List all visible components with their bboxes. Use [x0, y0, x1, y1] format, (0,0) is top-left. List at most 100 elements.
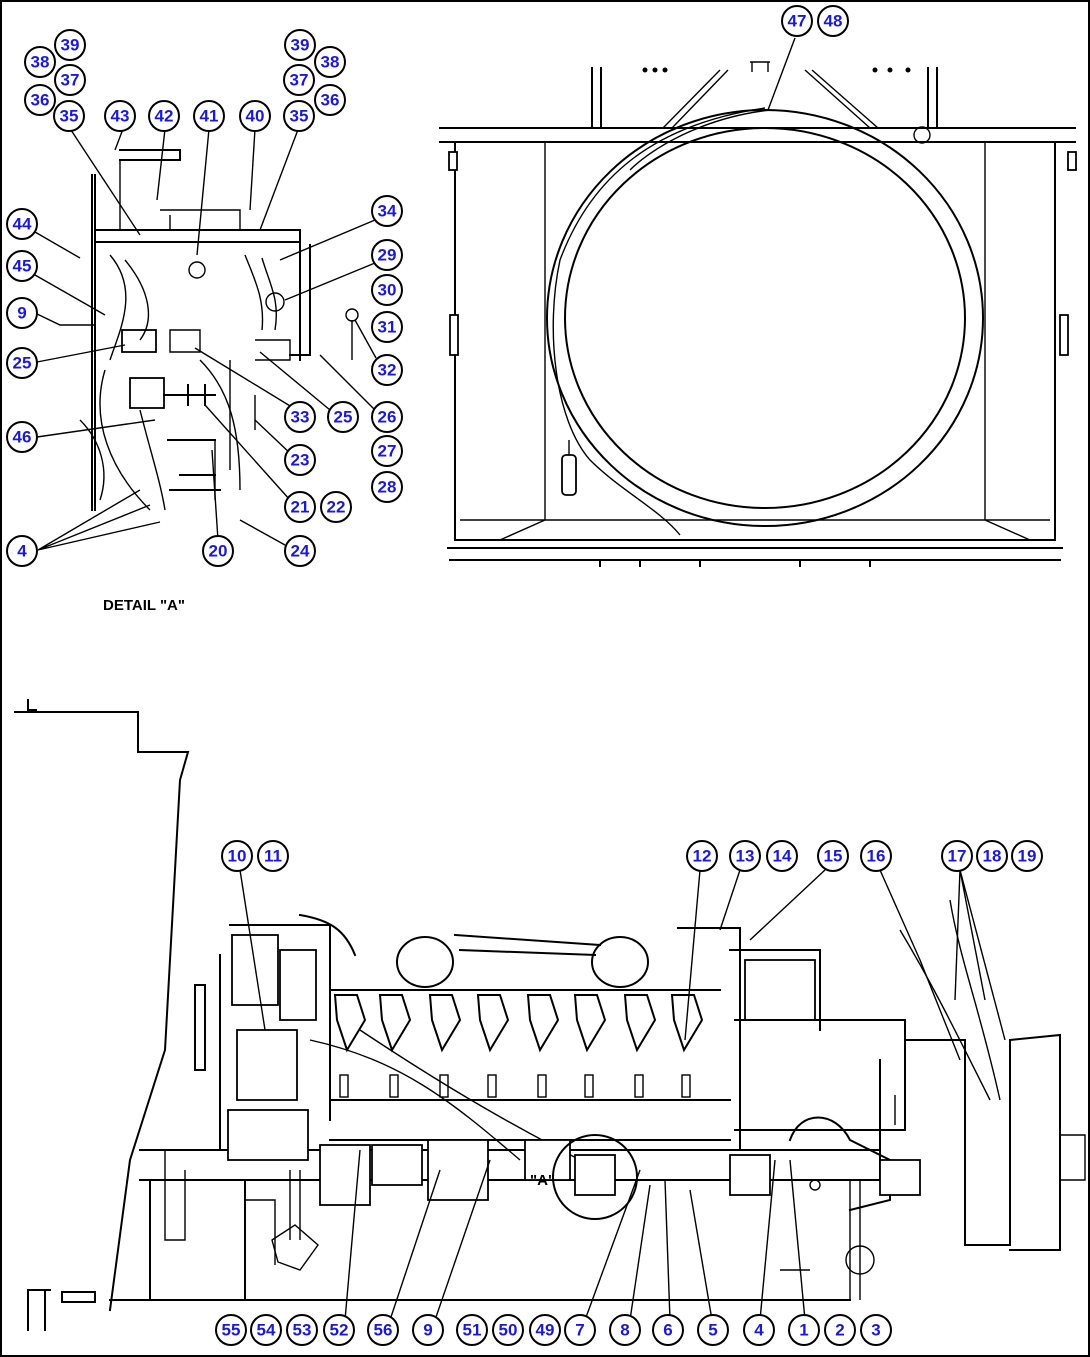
callout-42: 42 — [148, 100, 180, 132]
svg-text:33: 33 — [291, 408, 310, 427]
svg-text:48: 48 — [824, 12, 843, 31]
svg-text:11: 11 — [264, 847, 282, 866]
svg-text:38: 38 — [321, 53, 340, 72]
svg-text:37: 37 — [290, 71, 309, 90]
callout-35b: 35 — [283, 100, 315, 132]
svg-text:46: 46 — [13, 428, 32, 447]
callout-51: 51 — [456, 1314, 488, 1346]
svg-text:39: 39 — [61, 36, 80, 55]
callout-15: 15 — [817, 840, 849, 872]
callout-33: 33 — [284, 401, 316, 433]
callout-1: 1 — [788, 1314, 820, 1346]
callout-12: 12 — [686, 840, 718, 872]
callout-16: 16 — [860, 840, 892, 872]
svg-text:34: 34 — [378, 202, 397, 221]
svg-text:13: 13 — [736, 847, 755, 866]
callout-26: 26 — [371, 401, 403, 433]
svg-text:49: 49 — [536, 1321, 555, 1340]
svg-text:36: 36 — [31, 91, 50, 110]
callout-49: 49 — [529, 1314, 561, 1346]
svg-text:23: 23 — [291, 451, 310, 470]
svg-text:25: 25 — [13, 354, 32, 373]
svg-text:35: 35 — [290, 107, 309, 126]
callout-46: 46 — [6, 421, 38, 453]
svg-text:26: 26 — [378, 408, 397, 427]
svg-text:2: 2 — [835, 1321, 844, 1340]
svg-text:36: 36 — [321, 91, 340, 110]
callout-50: 50 — [492, 1314, 524, 1346]
callout-21: 21 — [284, 491, 316, 523]
svg-text:3: 3 — [871, 1321, 880, 1340]
svg-text:51: 51 — [463, 1321, 482, 1340]
svg-text:40: 40 — [246, 107, 265, 126]
radiator-fan-drawing — [439, 61, 1077, 567]
detail-a-leader-lines — [34, 126, 377, 551]
callout-37b: 37 — [283, 64, 315, 96]
svg-text:19: 19 — [1018, 847, 1037, 866]
callout-54: 54 — [250, 1314, 282, 1346]
svg-text:29: 29 — [378, 246, 397, 265]
svg-text:8: 8 — [620, 1321, 629, 1340]
callout-9b: 9 — [412, 1314, 444, 1346]
svg-text:10: 10 — [228, 847, 247, 866]
svg-text:39: 39 — [291, 36, 310, 55]
callout-40: 40 — [239, 100, 271, 132]
callout-10: 10 — [221, 840, 253, 872]
callout-5: 5 — [697, 1314, 729, 1346]
callout-31: 31 — [371, 311, 403, 343]
callout-39a: 39 — [54, 29, 86, 61]
svg-text:37: 37 — [61, 71, 80, 90]
callout-25a: 25 — [6, 347, 38, 379]
callout-25b: 25 — [327, 401, 359, 433]
radiator-leader-lines — [767, 37, 796, 111]
callout-38a: 38 — [24, 46, 56, 78]
svg-text:6: 6 — [663, 1321, 672, 1340]
svg-text:21: 21 — [291, 498, 310, 517]
svg-text:24: 24 — [291, 542, 310, 561]
callout-8: 8 — [609, 1314, 641, 1346]
detail-a-marker: "A" — [530, 1172, 555, 1189]
callout-2: 2 — [824, 1314, 856, 1346]
callout-3: 3 — [860, 1314, 892, 1346]
callout-6: 6 — [652, 1314, 684, 1346]
injector-row — [333, 994, 704, 1098]
svg-text:41: 41 — [200, 107, 219, 126]
svg-text:14: 14 — [773, 847, 792, 866]
callout-48: 48 — [817, 5, 849, 37]
callout-20: 20 — [202, 535, 234, 567]
svg-text:27: 27 — [378, 442, 397, 461]
svg-text:43: 43 — [111, 107, 130, 126]
svg-text:25: 25 — [334, 408, 353, 427]
callout-52: 52 — [323, 1314, 355, 1346]
svg-text:16: 16 — [867, 847, 886, 866]
callout-22: 22 — [320, 491, 352, 523]
svg-text:9: 9 — [17, 304, 26, 323]
callout-17: 17 — [941, 840, 973, 872]
callout-44: 44 — [6, 208, 38, 240]
callout-53: 53 — [286, 1314, 318, 1346]
callout-47: 47 — [781, 5, 813, 37]
svg-text:17: 17 — [948, 847, 967, 866]
svg-text:50: 50 — [499, 1321, 518, 1340]
svg-text:38: 38 — [31, 53, 50, 72]
svg-text:47: 47 — [788, 12, 807, 31]
svg-text:53: 53 — [293, 1321, 312, 1340]
callout-13: 13 — [729, 840, 761, 872]
callout-43: 43 — [104, 100, 136, 132]
callout-29: 29 — [371, 239, 403, 271]
svg-text:1: 1 — [799, 1321, 808, 1340]
callout-36a: 36 — [24, 84, 56, 116]
svg-text:56: 56 — [374, 1321, 393, 1340]
svg-text:28: 28 — [378, 478, 397, 497]
detail-a-drawing — [79, 149, 359, 511]
svg-text:20: 20 — [209, 542, 228, 561]
svg-text:44: 44 — [13, 215, 32, 234]
callout-7: 7 — [564, 1314, 596, 1346]
engine-leader-lines — [239, 869, 1006, 1321]
callout-37a: 37 — [54, 64, 86, 96]
callout-36b: 36 — [314, 84, 346, 116]
svg-text:4: 4 — [17, 542, 27, 561]
svg-text:35: 35 — [60, 107, 79, 126]
callout-35a: 35 — [53, 100, 85, 132]
